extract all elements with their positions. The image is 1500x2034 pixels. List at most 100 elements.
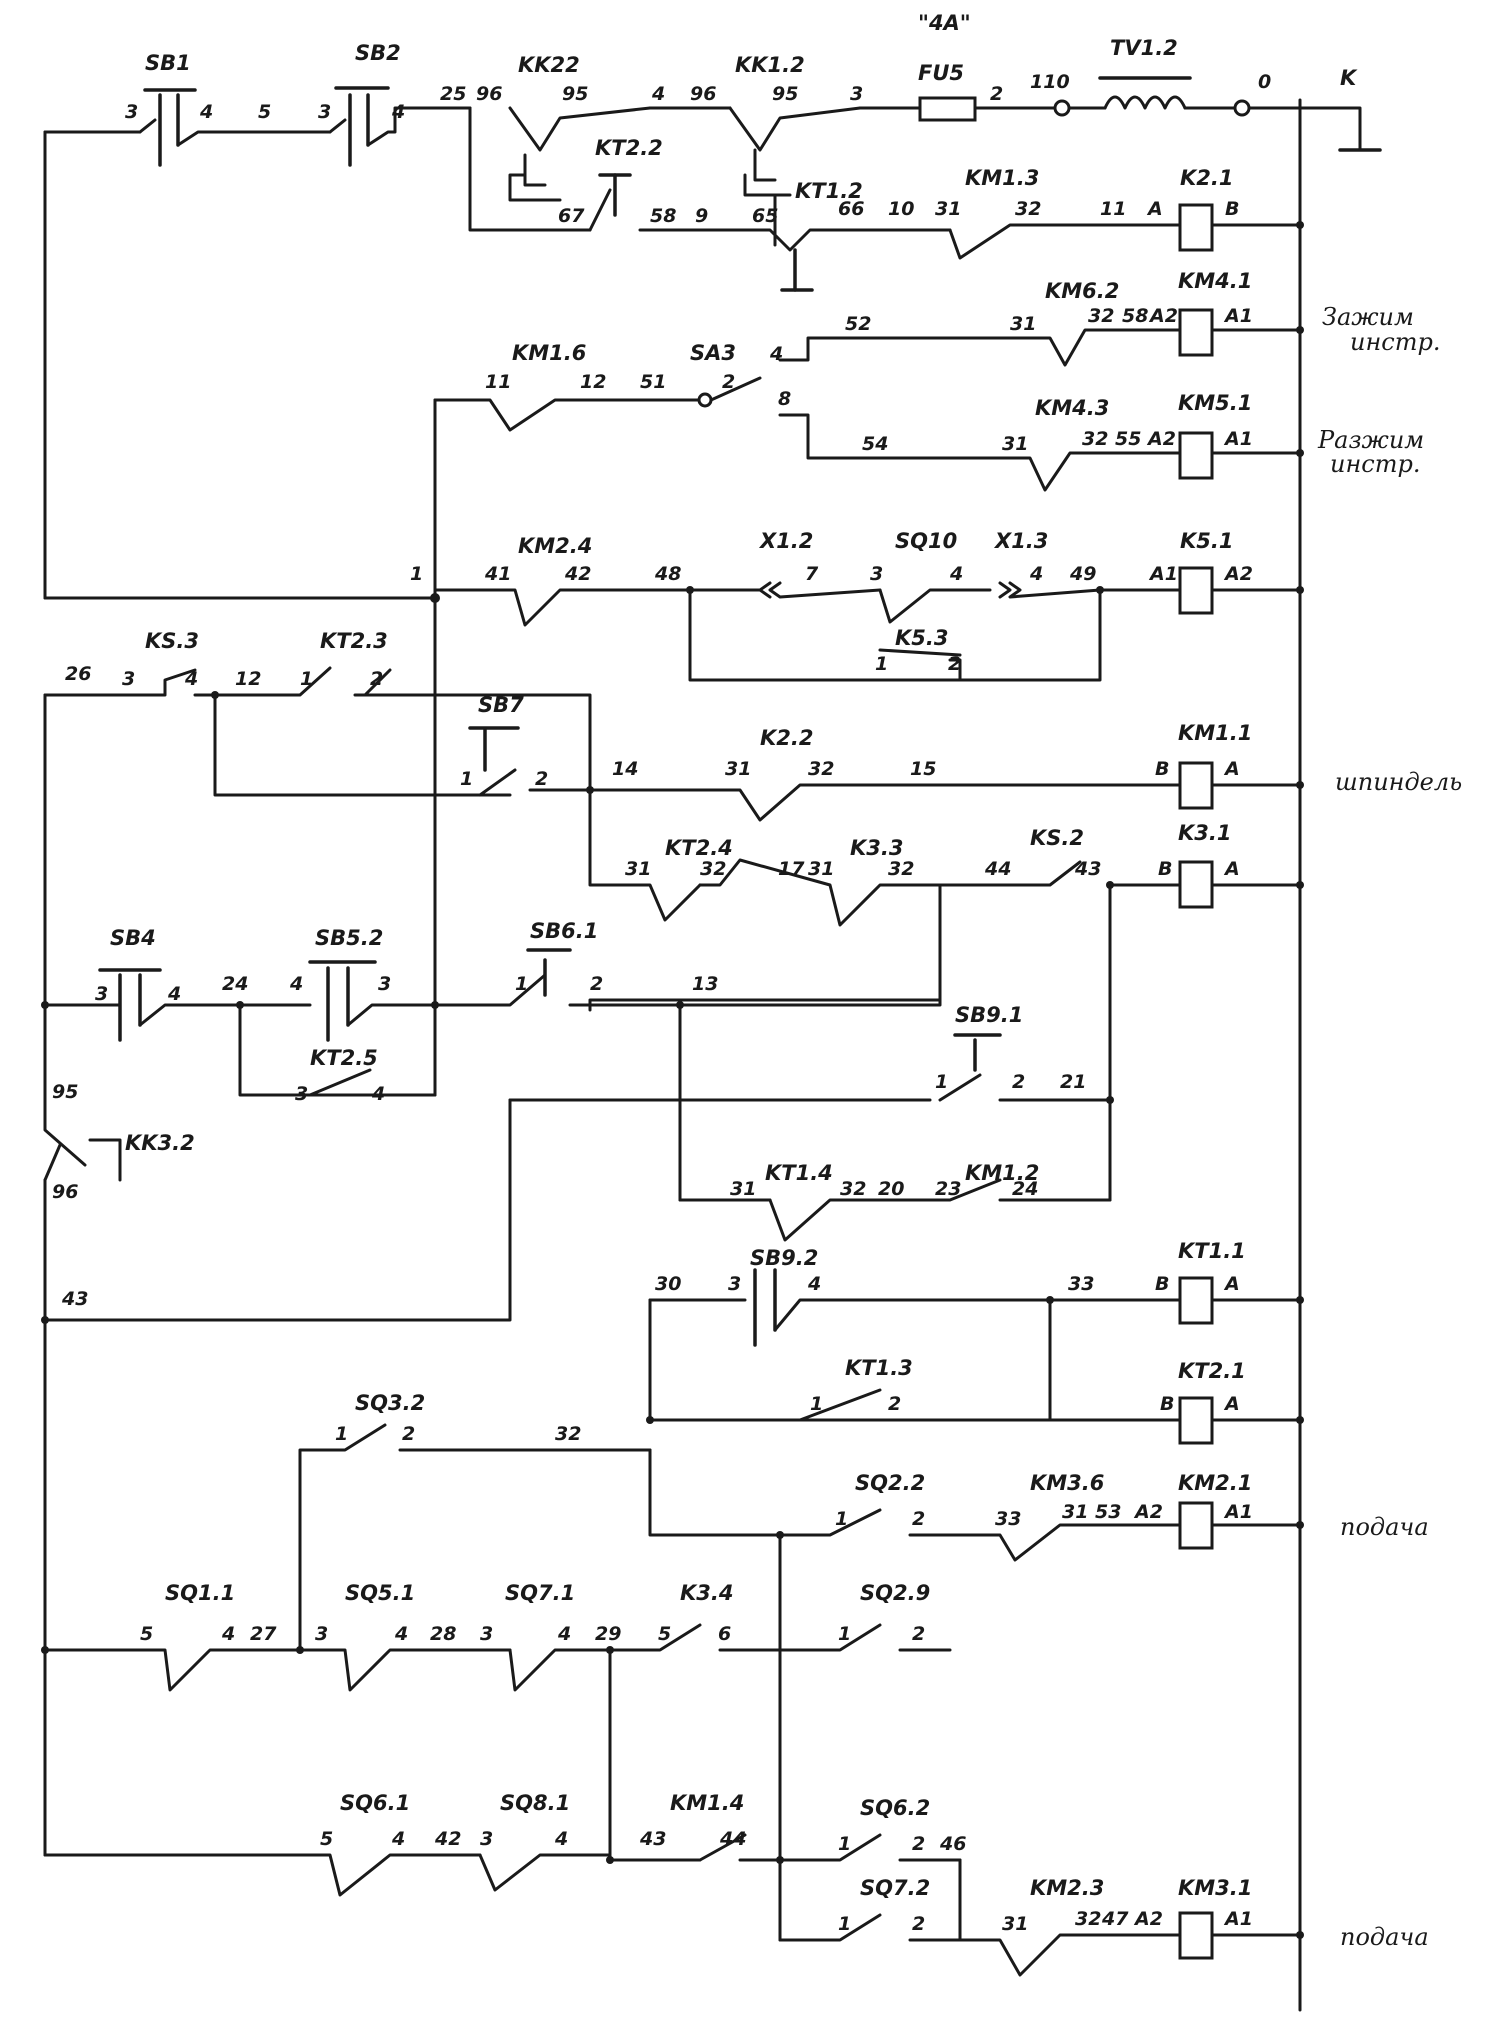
wire-number: B xyxy=(1155,1273,1169,1295)
label-sb92: SB9.2 xyxy=(750,1246,818,1270)
wire-number: 49 xyxy=(1069,563,1096,585)
wire-number: 4 xyxy=(289,973,303,995)
wire-number: A xyxy=(1223,758,1240,780)
wire-number: A2 xyxy=(1133,1501,1163,1523)
wire-number: 43 xyxy=(639,1828,666,1850)
wire-number: B xyxy=(1155,758,1169,780)
wire-number: 31 xyxy=(625,858,651,880)
note-feed-2: подача xyxy=(1340,1923,1429,1951)
wire-number: 15 xyxy=(910,758,936,780)
label-kt14: KT1.4 xyxy=(765,1161,833,1185)
wire-number: 43 xyxy=(61,1288,88,1310)
wire-number: 4 xyxy=(651,83,665,105)
wire-number: 10 xyxy=(888,198,914,220)
wire-number: 31 xyxy=(725,758,751,780)
wire-number: 4 xyxy=(769,343,783,365)
wire-number: 3 xyxy=(378,973,391,995)
label-sq51: SQ5.1 xyxy=(345,1581,415,1605)
note-unclamp-tool-2: инстр. xyxy=(1330,450,1420,478)
wire-number: 0 xyxy=(1258,71,1271,93)
label-sb61: SB6.1 xyxy=(530,919,598,943)
wire-number: 2 xyxy=(535,768,548,790)
wire-number: A xyxy=(1223,1393,1240,1415)
label-km43: KM4.3 xyxy=(1035,396,1109,420)
wire-number: 66 xyxy=(838,198,864,220)
wire-number: 1 xyxy=(838,1913,851,1935)
wire-number: 3 xyxy=(122,668,135,690)
wire-number: 29 xyxy=(595,1623,621,1645)
wire-number: 4 xyxy=(554,1828,568,1850)
wire-number: 3 xyxy=(315,1623,328,1645)
wire-number: 95 xyxy=(562,83,588,105)
label-km12: KM1.2 xyxy=(965,1161,1039,1185)
wire-number: 2 xyxy=(402,1423,415,1445)
wire-number: 31 xyxy=(1002,1913,1028,1935)
wire-number: 31 xyxy=(808,858,834,880)
label-fu5: FU5 xyxy=(918,61,964,85)
note-feed-1: подача xyxy=(1340,1513,1429,1541)
wire-number: 48 xyxy=(654,563,681,585)
wire-number: A1 xyxy=(1148,563,1178,585)
label-kk32: KK3.2 xyxy=(125,1131,195,1155)
wire-number: 55 xyxy=(1115,428,1141,450)
wire-number: 32 xyxy=(808,758,834,780)
k5-row xyxy=(433,566,1302,682)
wire-number: 5 xyxy=(140,1623,153,1645)
wire-number: 47 xyxy=(1101,1908,1129,1930)
wire-number: 31 xyxy=(1062,1501,1088,1523)
bus-lines xyxy=(43,98,1302,2012)
label-k31: K3.1 xyxy=(1178,821,1231,845)
top-row xyxy=(138,76,1382,292)
label-km13: KM1.3 xyxy=(965,166,1039,190)
wire-number: 42 xyxy=(564,563,591,585)
wire-number: 67 xyxy=(558,205,585,227)
wire-number: 3 xyxy=(95,983,108,1005)
label-ks2: KS.2 xyxy=(1030,826,1084,850)
label-km14: KM1.4 xyxy=(670,1791,744,1815)
label-sb7: SB7 xyxy=(478,693,524,717)
wire-number: 2 xyxy=(912,1833,925,1855)
wire-number: 33 xyxy=(995,1508,1021,1530)
wire-number: 2 xyxy=(590,973,603,995)
wire-number: 31 xyxy=(1002,433,1028,455)
clamp-rows xyxy=(433,308,1302,492)
wire-number: 7 xyxy=(805,563,819,585)
label-km21: KM2.1 xyxy=(1178,1471,1252,1495)
wire-number: 5 xyxy=(320,1828,333,1850)
wire-number: 1 xyxy=(838,1623,851,1645)
wire-number: 11 xyxy=(1100,198,1126,220)
wire-number: B xyxy=(1158,858,1172,880)
label-kt24: KT2.4 xyxy=(665,836,733,860)
wire-number: 2 xyxy=(888,1393,901,1415)
wire-number: 4 xyxy=(184,668,198,690)
wire-number: B xyxy=(1225,198,1239,220)
wire-number: 2 xyxy=(370,668,383,690)
label-k22: K2.2 xyxy=(760,726,813,750)
wire-number: 1 xyxy=(835,1508,848,1530)
label-kt21: KT2.1 xyxy=(1178,1359,1246,1383)
label-sa3: SA3 xyxy=(690,341,736,365)
wire-number: 4 xyxy=(807,1273,821,1295)
wire-number: 110 xyxy=(1030,71,1070,93)
label-sq10: SQ10 xyxy=(895,529,957,553)
wire-number: 1 xyxy=(935,1071,948,1093)
wire-number: 4 xyxy=(199,101,213,123)
wire-number: 44 xyxy=(719,1828,746,1850)
label-sb52: SB5.2 xyxy=(315,926,383,950)
feed-row-3 xyxy=(43,1833,1302,1977)
component-labels: SB1 SB2 KK22 KK1.2 KT2.2 "4A" FU5 TV1.2 … xyxy=(110,11,1358,1900)
wire-number: 3 xyxy=(480,1623,493,1645)
wire-number: 26 xyxy=(65,663,91,685)
label-sq81: SQ8.1 xyxy=(500,1791,570,1815)
label-tv12: TV1.2 xyxy=(1110,36,1178,60)
label-km36: KM3.6 xyxy=(1030,1471,1104,1495)
label-x12: X1.2 xyxy=(758,529,813,553)
wire-number: 2 xyxy=(1012,1071,1025,1093)
junction-dots xyxy=(41,221,1304,1939)
wire-number: 1 xyxy=(875,653,888,675)
wire-number: 1 xyxy=(515,973,528,995)
wire-number: 2 xyxy=(948,653,961,675)
label-sq11: SQ1.1 xyxy=(165,1581,235,1605)
wire-number: 4 xyxy=(394,1623,408,1645)
